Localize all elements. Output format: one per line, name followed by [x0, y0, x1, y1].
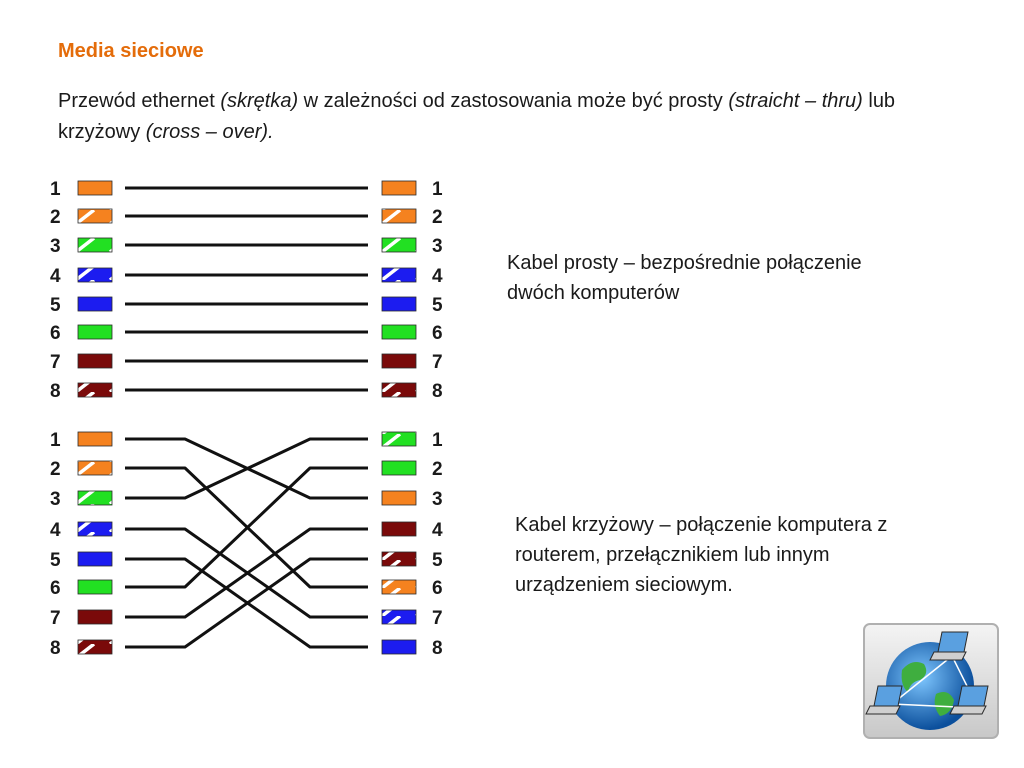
straight-left-wire-8 — [77, 382, 113, 398]
cross-right-pin-1: 1 — [432, 430, 443, 451]
cross-right-pin-8: 8 — [432, 638, 443, 659]
cross-left-wire-3 — [77, 490, 113, 506]
cross-left-pin-8: 8 — [50, 638, 61, 659]
straight-left-pin-8: 8 — [50, 381, 61, 402]
straight-right-wire-5 — [381, 296, 417, 312]
cross-right-wire-6 — [381, 579, 417, 595]
straight-left-pin-6: 6 — [50, 323, 61, 344]
laptop-left-icon — [865, 685, 903, 715]
cross-right-wire-5 — [381, 551, 417, 567]
cross-right-pin-7: 7 — [432, 608, 443, 629]
intro-part-4: (straicht – thru) — [728, 90, 863, 112]
cross-left-pin-1: 1 — [50, 430, 61, 451]
straight-left-pin-2: 2 — [50, 207, 61, 228]
laptop-right-icon — [949, 685, 989, 715]
cross-right-wire-8 — [381, 639, 417, 655]
intro-text: Przewód ethernet (skrętka) w zależności … — [58, 86, 938, 148]
straight-right-wire-2 — [381, 208, 417, 224]
straight-left-pin-5: 5 — [50, 295, 61, 316]
cross-right-wire-3 — [381, 490, 417, 506]
cross-right-pin-4: 4 — [432, 520, 443, 541]
straight-cable-diagram: 1 2 3 4 5 6 7 8 1 2 3 4 5 6 7 8 — [50, 179, 443, 402]
intro-part-5: lub krzyżowy — [58, 90, 896, 143]
straight-left-wire-2 — [77, 208, 113, 224]
straight-right-wire-7 — [381, 353, 417, 369]
intro-part-1: Przewód ethernet — [58, 90, 221, 112]
intro-part-6: (cross – over). — [145, 121, 274, 143]
straight-right-pin-1: 1 — [432, 179, 443, 200]
cross-left-wire-1 — [77, 431, 113, 447]
intro-part-2: (skrętka) — [220, 90, 299, 112]
straight-right-pin-2: 2 — [432, 207, 443, 228]
straight-right-wire-3 — [381, 237, 417, 253]
straight-left-wire-6 — [77, 324, 113, 340]
straight-left-pin-7: 7 — [50, 352, 61, 373]
cross-left-pin-6: 6 — [50, 578, 61, 599]
laptop-top-icon — [929, 631, 969, 661]
network-globe-icon — [863, 623, 999, 739]
straight-right-wire-6 — [381, 324, 417, 340]
straight-right-wire-8 — [381, 382, 417, 398]
cross-right-pin-6: 6 — [432, 578, 443, 599]
straight-right-pin-8: 8 — [432, 381, 443, 402]
straight-left-wire-1 — [77, 180, 113, 196]
cross-left-pin-3: 3 — [50, 489, 61, 510]
cross-connection-8-5 — [125, 557, 368, 649]
intro-part-3: w zależności od zastosowania może być pr… — [298, 90, 729, 112]
straight-left-wire-7 — [77, 353, 113, 369]
straight-right-wire-4 — [381, 267, 417, 283]
cross-left-wire-7 — [77, 609, 113, 625]
cross-right-wire-2 — [381, 460, 417, 476]
wiring-diagram: 1 2 3 4 5 6 7 8 1 2 3 4 5 6 7 8 1 2 3 4 5 6 7 8 1 2 3 4 5 6 7 8 — [50, 179, 443, 659]
cross-left-pin-4: 4 — [50, 520, 61, 541]
cross-left-pin-7: 7 — [50, 608, 61, 629]
straight-right-pin-3: 3 — [432, 236, 443, 257]
cross-right-pin-5: 5 — [432, 550, 443, 571]
straight-left-pin-1: 1 — [50, 179, 61, 200]
cross-right-wire-4 — [381, 521, 417, 537]
cross-left-wire-6 — [77, 579, 113, 595]
cross-left-pin-5: 5 — [50, 550, 61, 571]
cross-left-pin-2: 2 — [50, 459, 61, 480]
straight-left-pin-4: 4 — [50, 266, 61, 287]
cross-left-wire-5 — [77, 551, 113, 567]
cross-left-wire-4 — [77, 521, 113, 537]
cross-connection-3-1 — [125, 437, 368, 500]
straight-right-pin-6: 6 — [432, 323, 443, 344]
crossover-cable-diagram: 1 2 3 4 5 6 7 8 1 2 3 4 5 6 7 8 — [50, 430, 443, 659]
cross-connection-6-2 — [125, 466, 368, 589]
crossover-cable-caption: Kabel krzyżowy – połączenie komputera z … — [515, 514, 888, 596]
cross-right-wire-7 — [381, 609, 417, 625]
straight-left-wire-5 — [77, 296, 113, 312]
cross-connection-7-4 — [125, 527, 368, 619]
straight-left-pin-3: 3 — [50, 236, 61, 257]
straight-cable-caption: Kabel prosty – bezpośrednie połączenie d… — [507, 252, 862, 304]
page-title: Media sieciowe — [58, 40, 204, 62]
straight-left-wire-4 — [77, 267, 113, 283]
straight-right-pin-4: 4 — [432, 266, 443, 287]
straight-right-pin-5: 5 — [432, 295, 443, 316]
straight-right-wire-1 — [381, 180, 417, 196]
cross-left-wire-8 — [77, 639, 113, 655]
cross-right-pin-2: 2 — [432, 459, 443, 480]
straight-right-pin-7: 7 — [432, 352, 443, 373]
cross-left-wire-2 — [77, 460, 113, 476]
cross-right-wire-1 — [381, 431, 417, 447]
straight-left-wire-3 — [77, 237, 113, 253]
cross-right-pin-3: 3 — [432, 489, 443, 510]
